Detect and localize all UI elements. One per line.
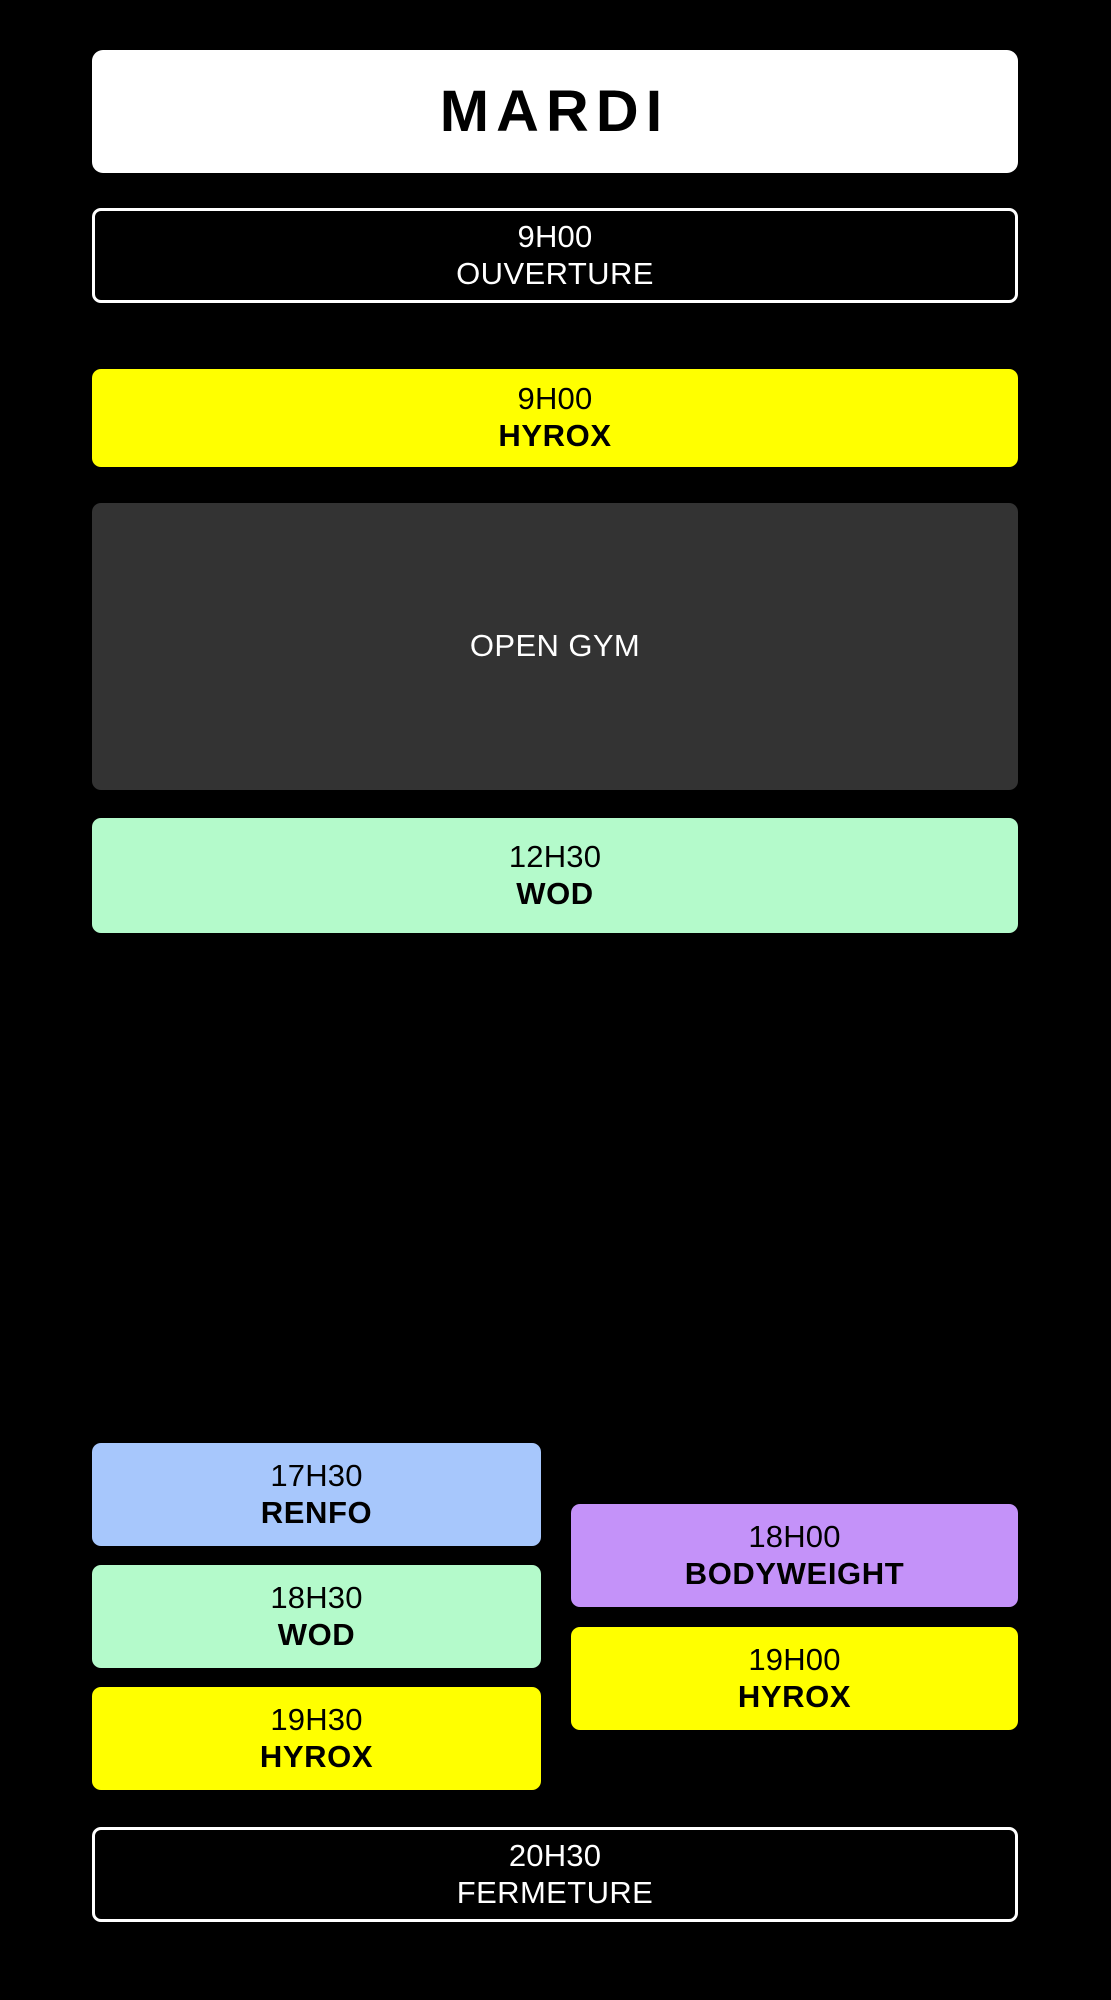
block-activity: FERMETURE [456,1874,654,1910]
block-time: 18H00 [748,1518,841,1554]
block-time: 19H00 [748,1641,841,1677]
block-time: 12H30 [508,838,602,874]
schedule-block-wod-1230[interactable]: 12H30 WOD [92,818,1018,933]
day-header-card: MARDI [92,50,1018,173]
block-activity: WOD [277,1616,356,1652]
block-time: 18H30 [270,1579,363,1615]
schedule-block-fermeture[interactable]: 20H30 FERMETURE [92,1827,1018,1922]
block-activity: OUVERTURE [456,255,654,291]
block-time: 20H30 [508,1837,602,1873]
block-time: 19H30 [270,1701,363,1737]
block-activity: RENFO [260,1494,373,1530]
schedule-block-ouverture[interactable]: 9H00 OUVERTURE [92,208,1018,303]
block-time: 9H00 [517,381,593,417]
block-activity: OPEN GYM [469,628,641,664]
day-title: MARDI [440,78,670,144]
schedule-block-renfo-1730[interactable]: 17H30 RENFO [92,1443,541,1546]
schedule-block-hyrox-0900[interactable]: 9H00 HYROX [92,369,1018,467]
block-time: 9H00 [517,218,593,254]
block-activity: WOD [516,875,594,911]
schedule-block-hyrox-1900[interactable]: 19H00 HYROX [571,1627,1018,1730]
block-activity: BODYWEIGHT [684,1555,905,1591]
schedule-block-wod-1830[interactable]: 18H30 WOD [92,1565,541,1668]
block-activity: HYROX [737,1678,852,1714]
schedule-block-hyrox-1930[interactable]: 19H30 HYROX [92,1687,541,1790]
block-activity: HYROX [498,418,612,453]
schedule-block-bodyweight-1800[interactable]: 18H00 BODYWEIGHT [571,1504,1018,1607]
block-activity: HYROX [259,1738,374,1774]
schedule-block-open-gym[interactable]: OPEN GYM [92,503,1018,790]
block-time: 17H30 [270,1457,363,1493]
